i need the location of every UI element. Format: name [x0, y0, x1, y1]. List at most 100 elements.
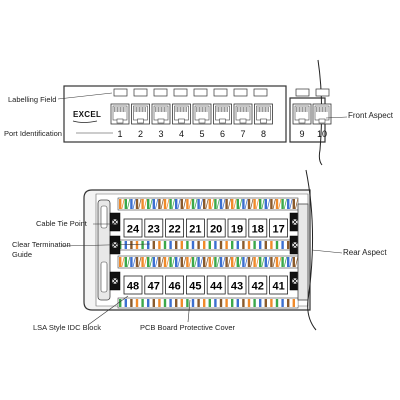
- rear-port-box: [144, 275, 164, 295]
- idc-contact: [287, 199, 290, 209]
- idc-contact: [253, 199, 256, 209]
- callout-pcb-cover: PCB Board Protective Cover: [140, 323, 236, 332]
- port-number-right: 9: [299, 129, 304, 139]
- idc-contact-lower: [245, 241, 248, 249]
- idc-stripe: [155, 198, 159, 210]
- rear-port-box: [165, 275, 185, 295]
- idc-contact-lower: [155, 241, 158, 249]
- idc-contact-lower: [281, 241, 284, 249]
- idc-contact-lower: [133, 299, 136, 307]
- idc-stripe: [183, 198, 187, 210]
- rear-port-number: 21: [189, 224, 201, 236]
- idc-contact: [147, 199, 150, 209]
- idc-stripe: [138, 198, 142, 210]
- rear-port-label: 44: [206, 275, 226, 295]
- label-slot: [193, 88, 208, 97]
- idc-contact-lower: [295, 299, 298, 307]
- port-number: 4: [179, 129, 184, 139]
- rear-port-label: 42: [248, 275, 268, 295]
- idc-contact-lower: [284, 241, 287, 249]
- idc-contact-lower: [228, 299, 231, 307]
- rear-port-label: 45: [185, 275, 205, 295]
- idc-contact-lower: [194, 299, 197, 307]
- idc-contact-lower: [133, 241, 136, 249]
- idc-contact: [203, 199, 206, 209]
- rear-port-box: [185, 218, 205, 238]
- idc-contact: [225, 257, 228, 267]
- idc-contact: [231, 199, 234, 209]
- label-slot: [153, 88, 168, 97]
- idc-contact-lower: [147, 299, 150, 307]
- idc-contact: [197, 257, 200, 267]
- idc-contact-lower: [275, 241, 279, 249]
- idc-contact-lower: [186, 241, 189, 249]
- idc-contact-lower: [163, 241, 167, 249]
- port-number: 5: [199, 129, 204, 139]
- idc-contact-lower: [121, 241, 125, 249]
- idc-stripe: [194, 198, 198, 210]
- idc-contact: [180, 199, 183, 209]
- idc-contact-lower: [233, 241, 237, 249]
- idc-contact-lower: [161, 299, 164, 307]
- idc-stripe: [194, 256, 198, 268]
- left-bracket-slot-bottom: [100, 261, 108, 293]
- idc-contact-lower: [217, 299, 220, 307]
- idc-contact-lower: [219, 241, 223, 249]
- idc-contact-lower: [191, 241, 195, 249]
- idc-contact-lower: [144, 241, 147, 249]
- idc-stripe: [272, 198, 276, 210]
- idc-contact-lower: [169, 299, 172, 307]
- rear-port-label: 19: [227, 218, 247, 238]
- idc-contact-lower: [273, 241, 276, 249]
- cable-tie-block: [109, 212, 121, 232]
- rear-port-label: 20: [206, 218, 226, 238]
- idc-stripe: [233, 256, 237, 268]
- idc-stripe: [272, 256, 276, 268]
- idc-contact-lower: [250, 299, 253, 307]
- idc-stripe: [244, 256, 248, 268]
- idc-contact: [186, 199, 189, 209]
- idc-contact: [175, 199, 178, 209]
- idc-contact: [197, 199, 200, 209]
- rear-port-label: 48: [123, 275, 143, 295]
- idc-stripe: [149, 198, 153, 210]
- idc-contact-lower: [256, 241, 259, 249]
- callout-clear-termination-line1: Clear Termination: [12, 240, 71, 249]
- idc-contact: [169, 257, 172, 267]
- idc-contact: [270, 257, 273, 267]
- idc-stripe: [177, 198, 181, 210]
- idc-contact: [225, 199, 228, 209]
- idc-stripe: [166, 198, 170, 210]
- rear-port-box: [227, 275, 247, 295]
- idc-stripe: [143, 256, 147, 268]
- idc-contact-lower: [186, 299, 189, 307]
- rear-port-box: [269, 218, 289, 238]
- idc-contact-lower: [233, 299, 237, 307]
- idc-contact-lower: [275, 299, 279, 307]
- idc-stripe: [250, 256, 254, 268]
- callout-rear-aspect: Rear Aspect: [343, 248, 387, 257]
- cable-tie-block: [109, 271, 121, 291]
- idc-contact-lower: [236, 299, 239, 307]
- idc-contact: [281, 257, 284, 267]
- idc-contact-lower: [175, 299, 178, 307]
- port-number-right: 10: [317, 129, 327, 139]
- idc-contact: [124, 199, 127, 209]
- idc-contact-lower: [214, 241, 217, 249]
- idc-contact-lower: [163, 299, 167, 307]
- idc-contact-lower: [247, 299, 251, 307]
- idc-contact: [219, 199, 223, 209]
- idc-contact: [175, 257, 178, 267]
- rear-port-number: 22: [168, 224, 180, 236]
- idc-contact-lower: [236, 241, 239, 249]
- idc-contact: [253, 257, 256, 267]
- idc-stripe: [255, 256, 259, 268]
- idc-contact-lower: [292, 299, 295, 307]
- idc-contact: [236, 257, 239, 267]
- rj45-jack: [254, 103, 273, 125]
- idc-contact-lower: [152, 241, 155, 249]
- idc-stripe: [199, 198, 203, 210]
- idc-contact: [242, 199, 245, 209]
- rear-port-number: 42: [252, 281, 264, 293]
